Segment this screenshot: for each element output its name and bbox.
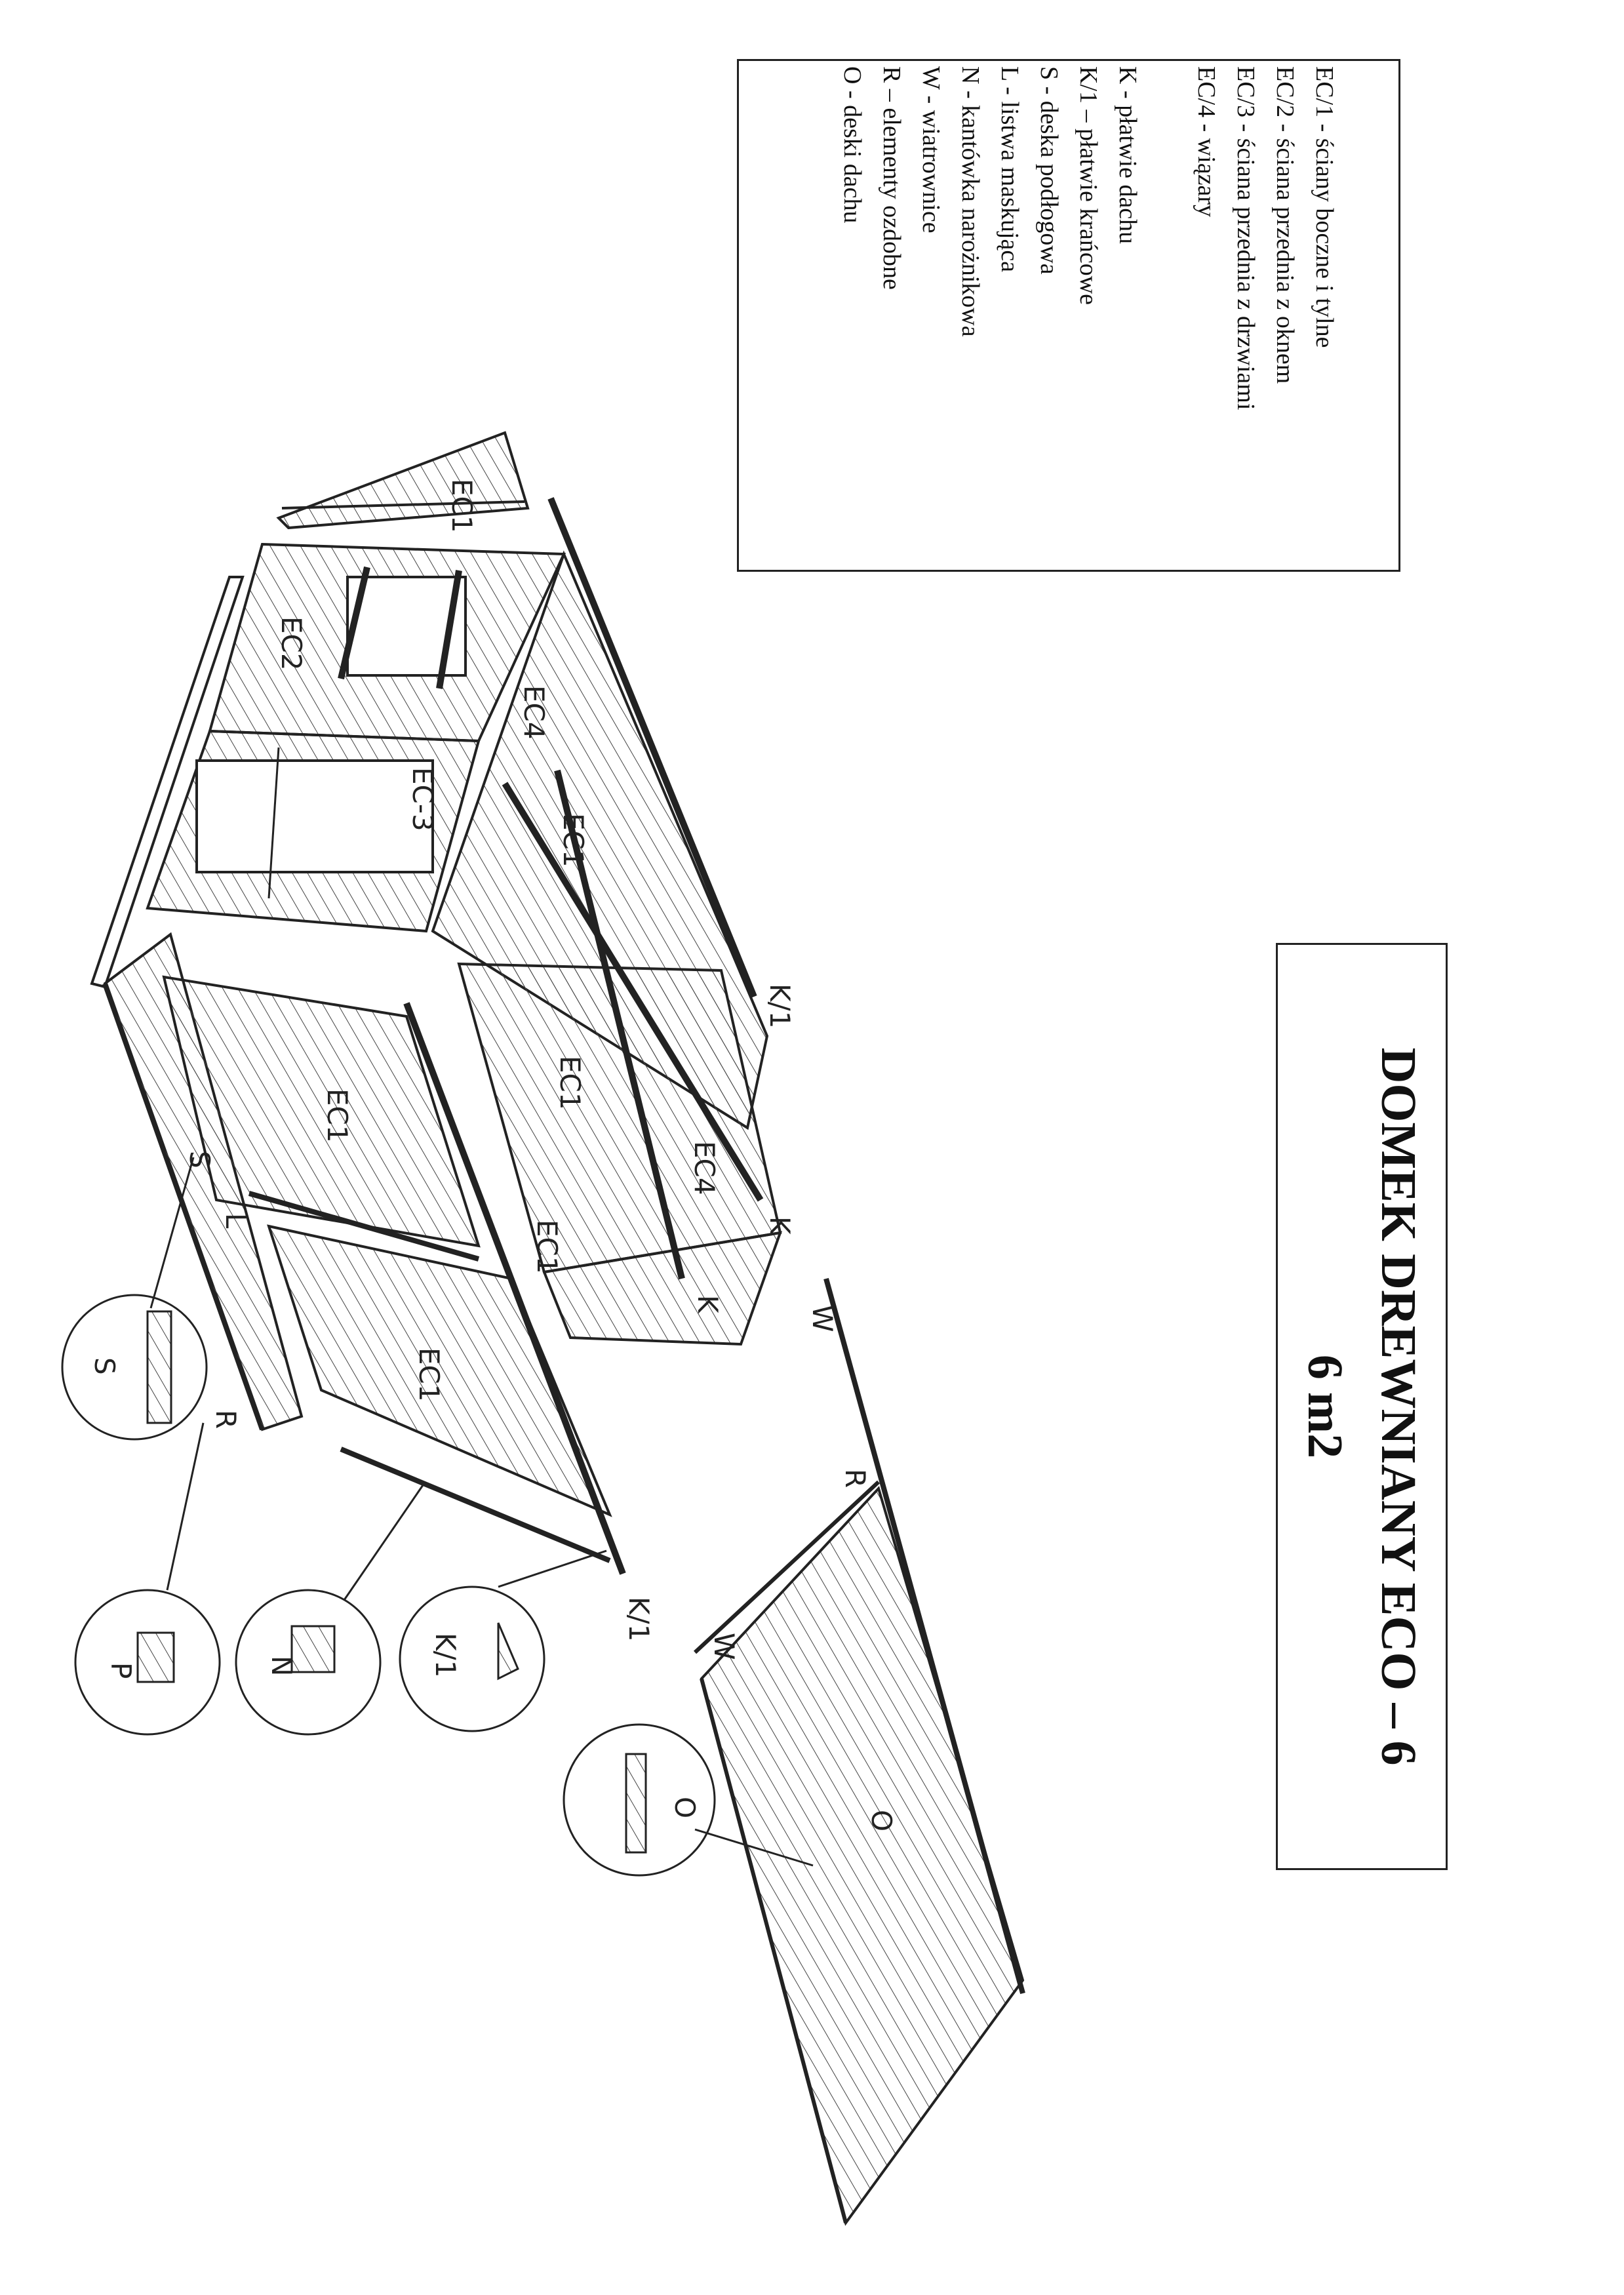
label-ec1-middle: EC1 [531, 1220, 563, 1274]
leader-line [694, 1828, 814, 1867]
label-r-floor: R [210, 1410, 242, 1429]
label-k1-bottom: K/1 [623, 1597, 655, 1641]
roof-gable-panel [276, 431, 530, 530]
roof-purlin [502, 782, 764, 1202]
label-s: S [184, 1151, 216, 1168]
label-ec1-back: EC1 [557, 813, 589, 868]
label-p-detail: P [105, 1662, 137, 1679]
label-ec1-front: EC1 [321, 1088, 353, 1143]
door-opening [195, 759, 434, 873]
detail-circle-k1 [399, 1586, 545, 1732]
label-o-detail: O [669, 1797, 701, 1818]
window-bar [338, 566, 370, 680]
label-ec1-right: EC1 [554, 1056, 586, 1110]
n-profile [290, 1625, 336, 1673]
masking-strip [248, 1191, 480, 1262]
roof-purlin-edge [403, 1002, 626, 1575]
label-k-1: K [764, 1216, 796, 1235]
floor-board-area [103, 932, 304, 1431]
roof-purlin [554, 769, 685, 1280]
leader-line [149, 1157, 195, 1309]
floor-board-profile [146, 1310, 172, 1424]
label-o-roof: O [865, 1810, 898, 1831]
label-r-roof: R [839, 1469, 871, 1488]
side-wall-lower-panel [267, 1224, 612, 1517]
barge-board [693, 1480, 881, 1654]
leader-line [343, 1485, 424, 1601]
floor-frame [90, 576, 245, 989]
p-profile [136, 1631, 175, 1683]
window-bar [436, 570, 462, 689]
side-wall-middle-panel [542, 1231, 783, 1346]
label-s-detail: S [89, 1357, 121, 1375]
label-l: L [220, 1213, 252, 1229]
label-w-top: W [806, 1305, 839, 1332]
label-k-2: K [692, 1295, 724, 1314]
label-w-bottom: W [708, 1633, 740, 1660]
barge-board [700, 1678, 848, 2224]
side-wall-front-panel [162, 975, 481, 1248]
barge-board [823, 1277, 1025, 1995]
ridge-top-board [281, 500, 525, 509]
label-ec4-bottom: EC4 [688, 1141, 721, 1195]
detail-circle-s [61, 1294, 208, 1441]
label-ec3: EC-3 [406, 767, 439, 831]
legend-box: EC/1 - ściany boczne i tylne EC/2 - ścia… [737, 59, 1400, 572]
label-k1-detail: K/1 [429, 1633, 462, 1677]
label-ec4-top: EC4 [518, 685, 550, 740]
title-box: DOMEK DREWNIANY ECO – 6 6 m2 [1276, 943, 1448, 1870]
door-hinge [267, 747, 280, 899]
k1-profile [497, 1622, 519, 1681]
label-n-detail: N [266, 1656, 298, 1676]
leader-line [166, 1422, 205, 1591]
leader-line [498, 1549, 607, 1588]
label-ec1-lower: EC1 [413, 1347, 445, 1402]
roof-board-profile [625, 1753, 647, 1854]
label-k1-top: K/1 [764, 984, 796, 1028]
label-ec1-gable: EC1 [446, 479, 478, 533]
label-ec2: EC2 [275, 616, 307, 671]
roof-purlin-edge [547, 497, 757, 998]
corner-timber [340, 1447, 611, 1563]
